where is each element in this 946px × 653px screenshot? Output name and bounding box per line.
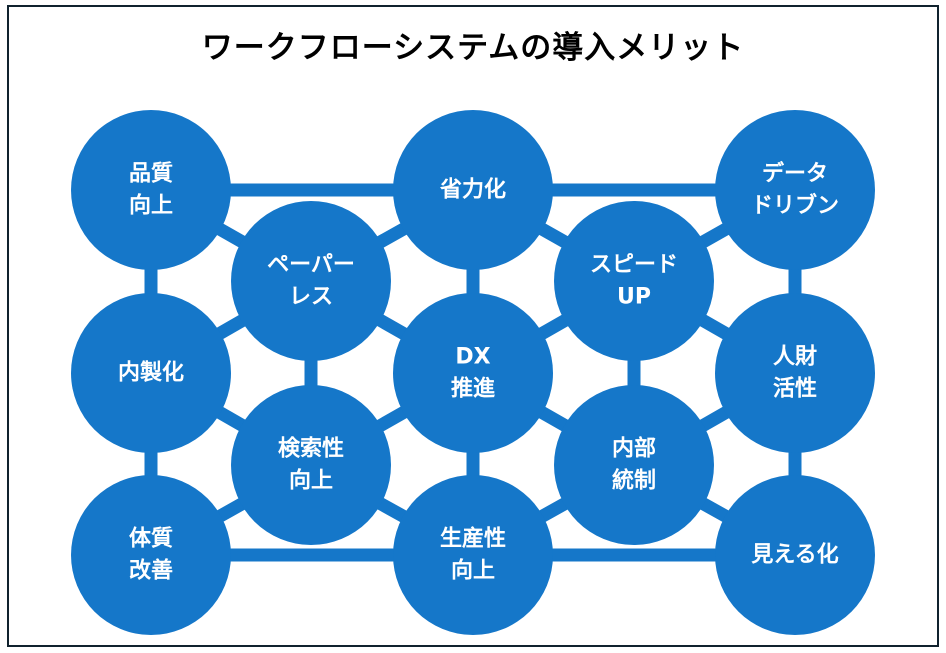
node-circle	[715, 293, 875, 453]
node-label: ドリブン	[751, 193, 839, 219]
node-label: 品質	[129, 162, 173, 187]
node-label: 人財	[773, 345, 817, 370]
page-title: ワークフローシステムの導入メリット	[201, 30, 745, 66]
node-label: レス	[289, 285, 333, 310]
node-circle	[231, 201, 391, 361]
node-label: スピード	[590, 253, 678, 278]
node-label: ペーパー	[267, 253, 355, 278]
node-label: 内製化	[118, 360, 184, 386]
node-label: 向上	[129, 193, 173, 219]
node-circle	[554, 201, 714, 361]
node-label: 省力化	[439, 177, 506, 203]
node-label: DX	[455, 345, 490, 370]
node-circle	[71, 110, 231, 270]
node-labor-saving: 省力化	[393, 110, 553, 270]
node-circle	[715, 475, 875, 635]
node-label: 向上	[451, 558, 495, 584]
node-circle	[554, 385, 714, 545]
node-visualization: 見える化	[715, 475, 875, 635]
node-circle	[71, 475, 231, 635]
node-speed-up: スピード UP	[554, 201, 714, 361]
node-dx: DX 推進	[393, 293, 553, 453]
node-label: 内部	[612, 436, 656, 462]
node-label: 検索性	[278, 437, 344, 462]
node-label: データ	[762, 161, 828, 187]
node-label: UP	[617, 285, 651, 310]
node-label: 統制	[612, 468, 656, 494]
node-circle	[231, 385, 391, 545]
node-label: 改善	[129, 558, 173, 584]
node-label: 生産性	[440, 526, 506, 552]
node-label: 見える化	[751, 542, 838, 568]
node-label: 向上	[289, 468, 333, 494]
node-circle	[393, 110, 553, 270]
node-label: 活性	[773, 377, 817, 402]
node-circle	[71, 293, 231, 453]
node-label: 推進	[451, 377, 495, 402]
nodes-layer: 品質向上省力化データドリブン内製化DX推進人財活性体質改善生産性向上見える化ペー…	[71, 110, 875, 635]
node-circle	[393, 475, 553, 635]
node-insourcing: 内製化	[71, 293, 231, 453]
node-circle	[393, 293, 553, 453]
node-label: 体質	[129, 527, 173, 552]
node-circle	[715, 110, 875, 270]
